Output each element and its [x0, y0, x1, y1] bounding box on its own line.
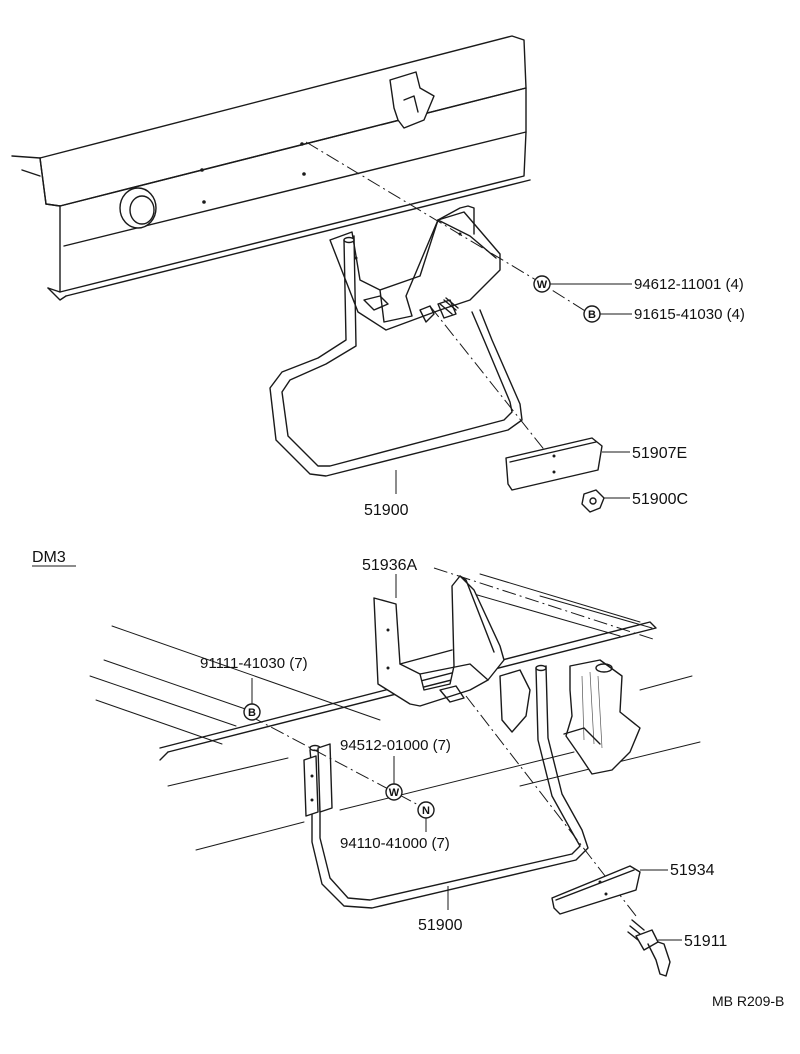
upper-axis-line-2: [429, 305, 547, 453]
svg-text:N: N: [422, 805, 430, 817]
lower-bracket-plate: [551, 865, 641, 915]
lower-lock-bolt: [627, 919, 671, 977]
upper-carrier-tube: [269, 235, 523, 477]
upper-nut: [581, 489, 605, 513]
lower-nut-badge: N: [417, 801, 435, 819]
lower-frame-bracket: [499, 659, 641, 775]
lower-washer-part-label: 94512-01000 (7): [340, 737, 451, 754]
section-label: DM3: [32, 549, 66, 566]
upper-bracket-plate-label: 51907E: [632, 445, 687, 462]
upper-nut-label: 51900C: [632, 491, 688, 508]
svg-text:W: W: [537, 279, 548, 291]
lower-bracket-plate-label: 51934: [670, 862, 715, 879]
upper-carrier-label: 51900: [364, 502, 409, 519]
svg-text:B: B: [588, 309, 596, 321]
lower-nut-part-label: 94110-41000 (7): [340, 835, 450, 852]
reference-code: MB R209-B: [712, 993, 784, 1009]
lower-bolt-badge: B: [243, 703, 261, 721]
upper-bolt-part-label: 91615-41030 (4): [634, 306, 745, 323]
lower-assembly: 51936A B 91111-410: [89, 557, 727, 977]
svg-text:W: W: [389, 787, 400, 799]
lower-axis-line-top: [433, 567, 657, 641]
upper-washer-badge: W: [533, 275, 551, 293]
lower-hanger-bracket-label: 51936A: [362, 557, 417, 574]
lower-carrier-label: 51900: [418, 917, 463, 934]
upper-bolt-badge: B: [583, 305, 601, 323]
upper-bracket-plate: [505, 437, 603, 491]
lower-washer-badge: W: [385, 783, 403, 801]
lower-hanger-bracket: [373, 575, 505, 707]
upper-assembly: W 94612-11001 (4) B 91615-41030 (4) 5190…: [11, 35, 745, 519]
upper-washer-part-label: 94612-11001 (4): [634, 276, 744, 293]
upper-bolt-stub: [439, 297, 459, 315]
svg-text:B: B: [248, 707, 256, 719]
lower-lock-bolt-label: 51911: [684, 933, 727, 950]
lower-carrier-tube: [303, 664, 589, 909]
lower-bolt-part-label: 91111-41030 (7): [200, 655, 308, 672]
frame-rail: [11, 35, 531, 301]
lower-axis-line-2: [465, 695, 637, 917]
